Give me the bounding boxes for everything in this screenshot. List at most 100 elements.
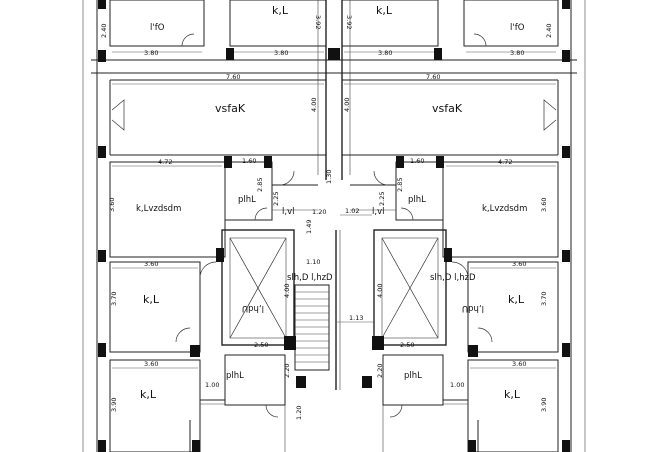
column [468,440,476,452]
column [444,248,452,262]
column [284,336,296,350]
column [98,50,106,62]
room-label: plhL [238,195,256,205]
room-label: k,Lvzdsdm [136,204,181,214]
dimension-label: 2.25 [378,192,386,206]
columns [98,0,570,452]
dimension-label: 7.60 [226,73,240,81]
stair [293,230,375,390]
dimension-label: 1.20 [295,406,303,420]
column [296,376,306,388]
dimension-label: 2.20 [283,364,291,378]
dimension-label: 1.49 [305,220,313,234]
column [562,343,570,357]
dimension-label: 7.60 [426,73,440,81]
column [98,440,106,452]
top-rooms [109,0,559,180]
dimension-label: 3.60 [512,260,526,268]
column [98,0,106,9]
column [468,345,478,357]
dimension-label: 2.40 [545,24,553,38]
outer-walls [82,0,586,452]
dimension-label: 2.50 [400,341,414,349]
dimension-label: 3.80 [144,49,158,57]
column [190,345,200,357]
dimension-label: 1.02 [345,207,359,215]
room-labels: l'fO k,L k,L l'fO vsfaK vsfaK k,Lvzdsdm … [136,4,527,401]
room-label: plhL [408,195,426,205]
column [216,248,224,262]
dimension-label: 3.80 [274,49,288,57]
column [226,48,234,60]
column [98,343,106,357]
dimension-label: 1.10 [306,258,320,266]
column [562,146,570,158]
room-label: l,vl [372,207,384,217]
dimension-label: 3.60 [540,198,548,212]
room-label: slh,D l,hzD [287,273,333,283]
dimension-label: 3.70 [110,292,118,306]
room-label: l'fO [150,23,165,33]
room-label: k,L [272,4,289,17]
dimension-label: 3.60 [144,360,158,368]
dimension-label: 3.60 [144,260,158,268]
dimension-label: 4.00 [343,98,351,112]
dimension-label: 3.60 [512,360,526,368]
column [362,376,372,388]
dimension-label: 1.60 [410,157,424,165]
dimension-label: 2.85 [396,178,404,192]
dimension-label: 1.20 [312,208,326,216]
dimension-label: 3.90 [110,398,118,412]
column [264,156,272,168]
room-label: vsfaK [432,102,463,115]
dimension-label: 2.85 [256,178,264,192]
dimension-label: 2.25 [272,192,280,206]
room-label: slh,D l,hzD [430,273,476,283]
room-label: k,Lvzdsdm [482,204,527,214]
dimension-label: 3.80 [378,49,392,57]
column [562,440,570,452]
room-label: k,L [376,4,393,17]
lower-zone [109,261,559,452]
dimension-label: 3.70 [540,292,548,306]
dimension-label: 3.80 [510,49,524,57]
dimension-label: 4.00 [310,98,318,112]
column [562,0,570,9]
dimension-label: 2.40 [100,24,108,38]
dimension-label: 1.30 [325,170,333,184]
room-label: k,L [508,293,525,306]
column [328,48,340,60]
room-label: k,L [143,293,160,306]
room-label: l'fO [510,23,525,33]
column [98,146,106,158]
column [192,440,200,452]
column [562,250,570,262]
dimension-texts: 3.92 3.92 2.40 2.40 3.80 3.80 3.80 3.80 … [100,15,553,420]
shafts [221,229,447,346]
dimension-label: 3.92 [345,15,353,29]
dimension-label: 4.00 [376,284,384,298]
room-label: l,hdU [242,303,264,313]
dimension-label: 1.00 [205,381,219,389]
room-label: plhL [226,371,244,381]
mid-zone [109,161,559,258]
dimension-label: 4.00 [283,284,291,298]
dimension-label: 4.72 [158,158,172,166]
column [562,50,570,62]
dimension-label: 4.72 [498,158,512,166]
dimension-label: 1.60 [242,157,256,165]
column [224,156,232,168]
dimension-label: 3.60 [108,198,116,212]
column [436,156,444,168]
dimension-label: 1.13 [349,314,363,322]
dimension-label: 1.00 [450,381,464,389]
room-label: plhL [404,371,422,381]
dimension-label: 2.50 [254,341,268,349]
room-label: k,L [140,388,157,401]
dimension-label: 3.92 [314,15,322,29]
column [372,336,384,350]
hall-band [109,79,559,156]
column [434,48,442,60]
room-label: l,vl [282,207,294,217]
